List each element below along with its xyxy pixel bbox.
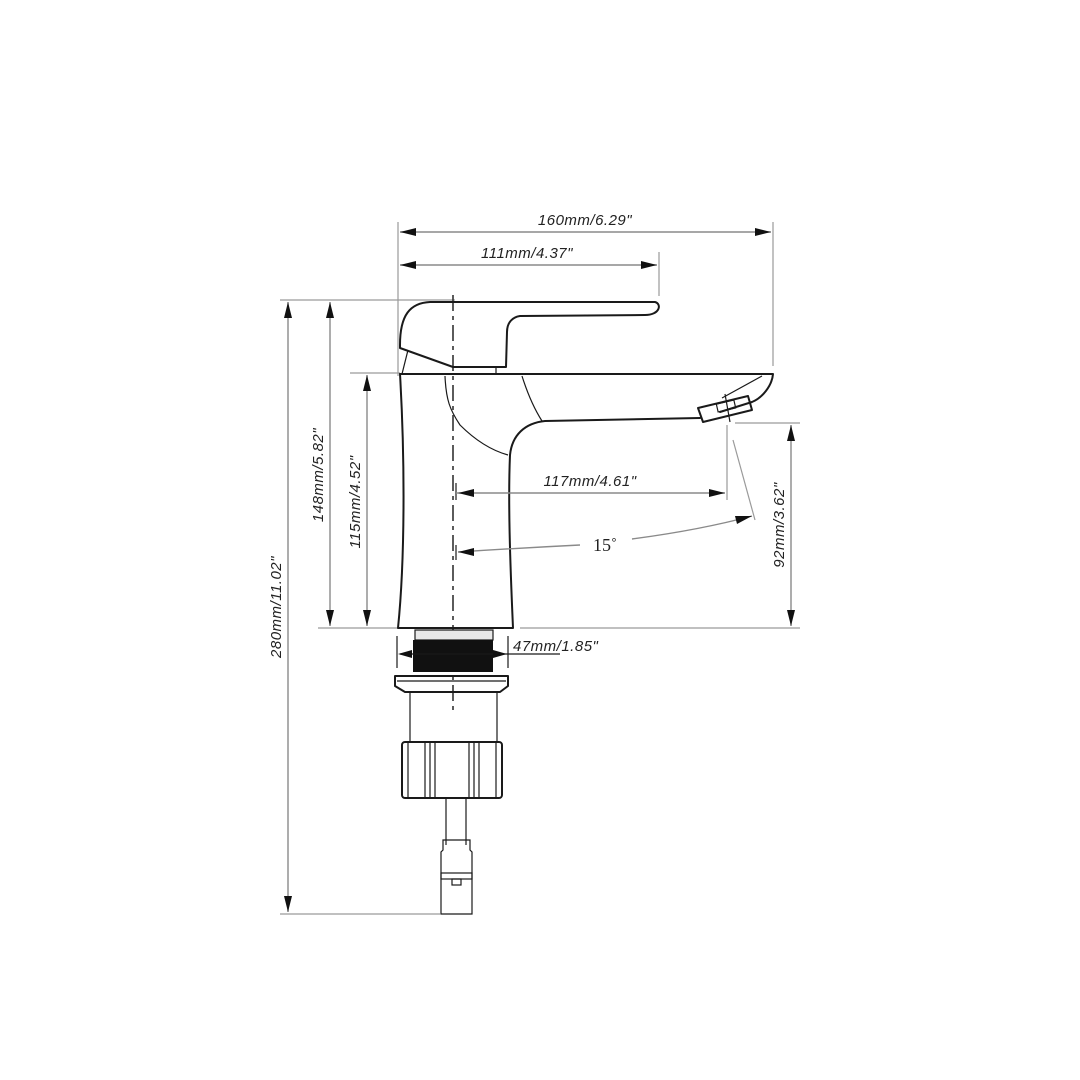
label-body-height: 115mm/4.52" xyxy=(347,455,364,548)
label-spout-reach: 117mm/4.61" xyxy=(543,473,636,490)
dim-height-to-handle: 148mm/5.82" xyxy=(310,302,334,626)
label-total-height: 280mm/11.02" xyxy=(268,556,285,659)
label-height-to-handle: 148mm/5.82" xyxy=(310,428,327,522)
label-spout-outlet-height: 92mm/3.62" xyxy=(771,482,788,568)
dim-handle-width: 111mm/4.37" xyxy=(400,245,657,269)
label-overall-width: 160mm/6.29" xyxy=(538,212,632,229)
dim-spout-reach: 117mm/4.61" xyxy=(455,473,725,500)
label-rotation-angle: 15˚ xyxy=(593,535,617,555)
faucet-body xyxy=(397,373,774,629)
dim-overall-width: 160mm/6.29" xyxy=(400,212,771,236)
dim-total-height: 280mm/11.02" xyxy=(268,302,292,912)
extension-lines xyxy=(280,222,800,915)
label-base-diameter: 47mm/1.85" xyxy=(513,638,599,655)
faucet-handle xyxy=(399,301,660,375)
dim-base-diameter: 47mm/1.85" xyxy=(396,636,599,668)
dim-rotation-angle: 15˚ xyxy=(455,515,753,560)
dim-body-height: 115mm/4.52" xyxy=(347,375,371,626)
faucet-base xyxy=(394,629,509,915)
dim-spout-outlet-height: 92mm/3.62" xyxy=(771,425,795,626)
label-handle-width: 111mm/4.37" xyxy=(481,245,573,262)
